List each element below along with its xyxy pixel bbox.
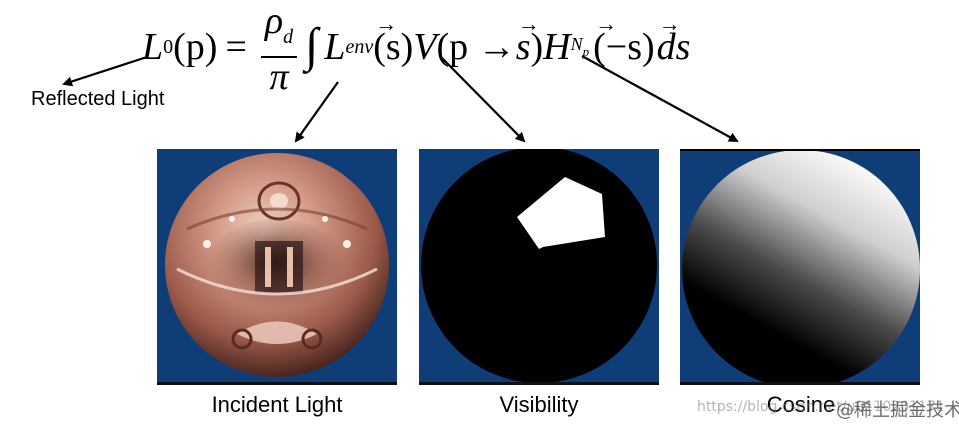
equals-sign: = [225,26,247,68]
v-argument-s: s [516,11,540,69]
v-argument-open: (p → [436,26,516,68]
incident-light-panel [157,149,397,385]
rho-over-pi-fraction: ρd π [260,2,298,98]
visibility-sphere [421,149,657,382]
l-env-symbol: L [324,26,346,68]
v-symbol: V [413,26,437,68]
cosine-panel [680,149,920,385]
visibility-caption: Visibility [499,392,579,417]
arrow-to-cosine [581,55,739,142]
fraction-numerator: ρd [261,2,297,56]
arrow-to-reflected-light [62,55,148,87]
fraction-bar [260,56,298,58]
environment-map-sphere-icon [165,153,389,377]
ds-term: ds [657,11,691,69]
cosine-gradient-sphere-icon [682,151,920,382]
s-argument: (s) [373,11,413,69]
integral-sign: ∫ [305,18,319,72]
visibility-mask-sphere-icon [421,149,657,382]
reflected-light-label: Reflected Light [31,88,165,110]
cosine-caption: Cosine [766,392,836,417]
h-sub-n: N [570,34,583,54]
visible-region-patch [517,177,605,249]
rho-subscript: d [283,26,294,48]
lhs-symbol: L [142,26,164,68]
h-symbol: H [543,26,571,68]
pi-symbol: π [269,56,289,98]
arrow-to-incident-light [294,81,339,143]
lhs-argument: (p) [173,26,218,68]
cosine-sphere [682,151,920,382]
h-sub-p: p [582,44,590,59]
visibility-panel [419,149,659,385]
incident-light-caption: Incident Light [211,392,343,417]
env-subscript: env [345,35,374,58]
arrow-to-visibility [439,55,526,143]
rho-symbol: ρ [264,0,284,42]
watermark-cn: @稀土掘金技术社区 [836,400,959,421]
watermark-url: https://blog.csdn.net/u0110201171 [697,399,945,415]
h-subscript: Np [571,34,590,60]
lhs-subscript: 0 [163,35,174,58]
h-argument: (−s) [593,11,655,69]
